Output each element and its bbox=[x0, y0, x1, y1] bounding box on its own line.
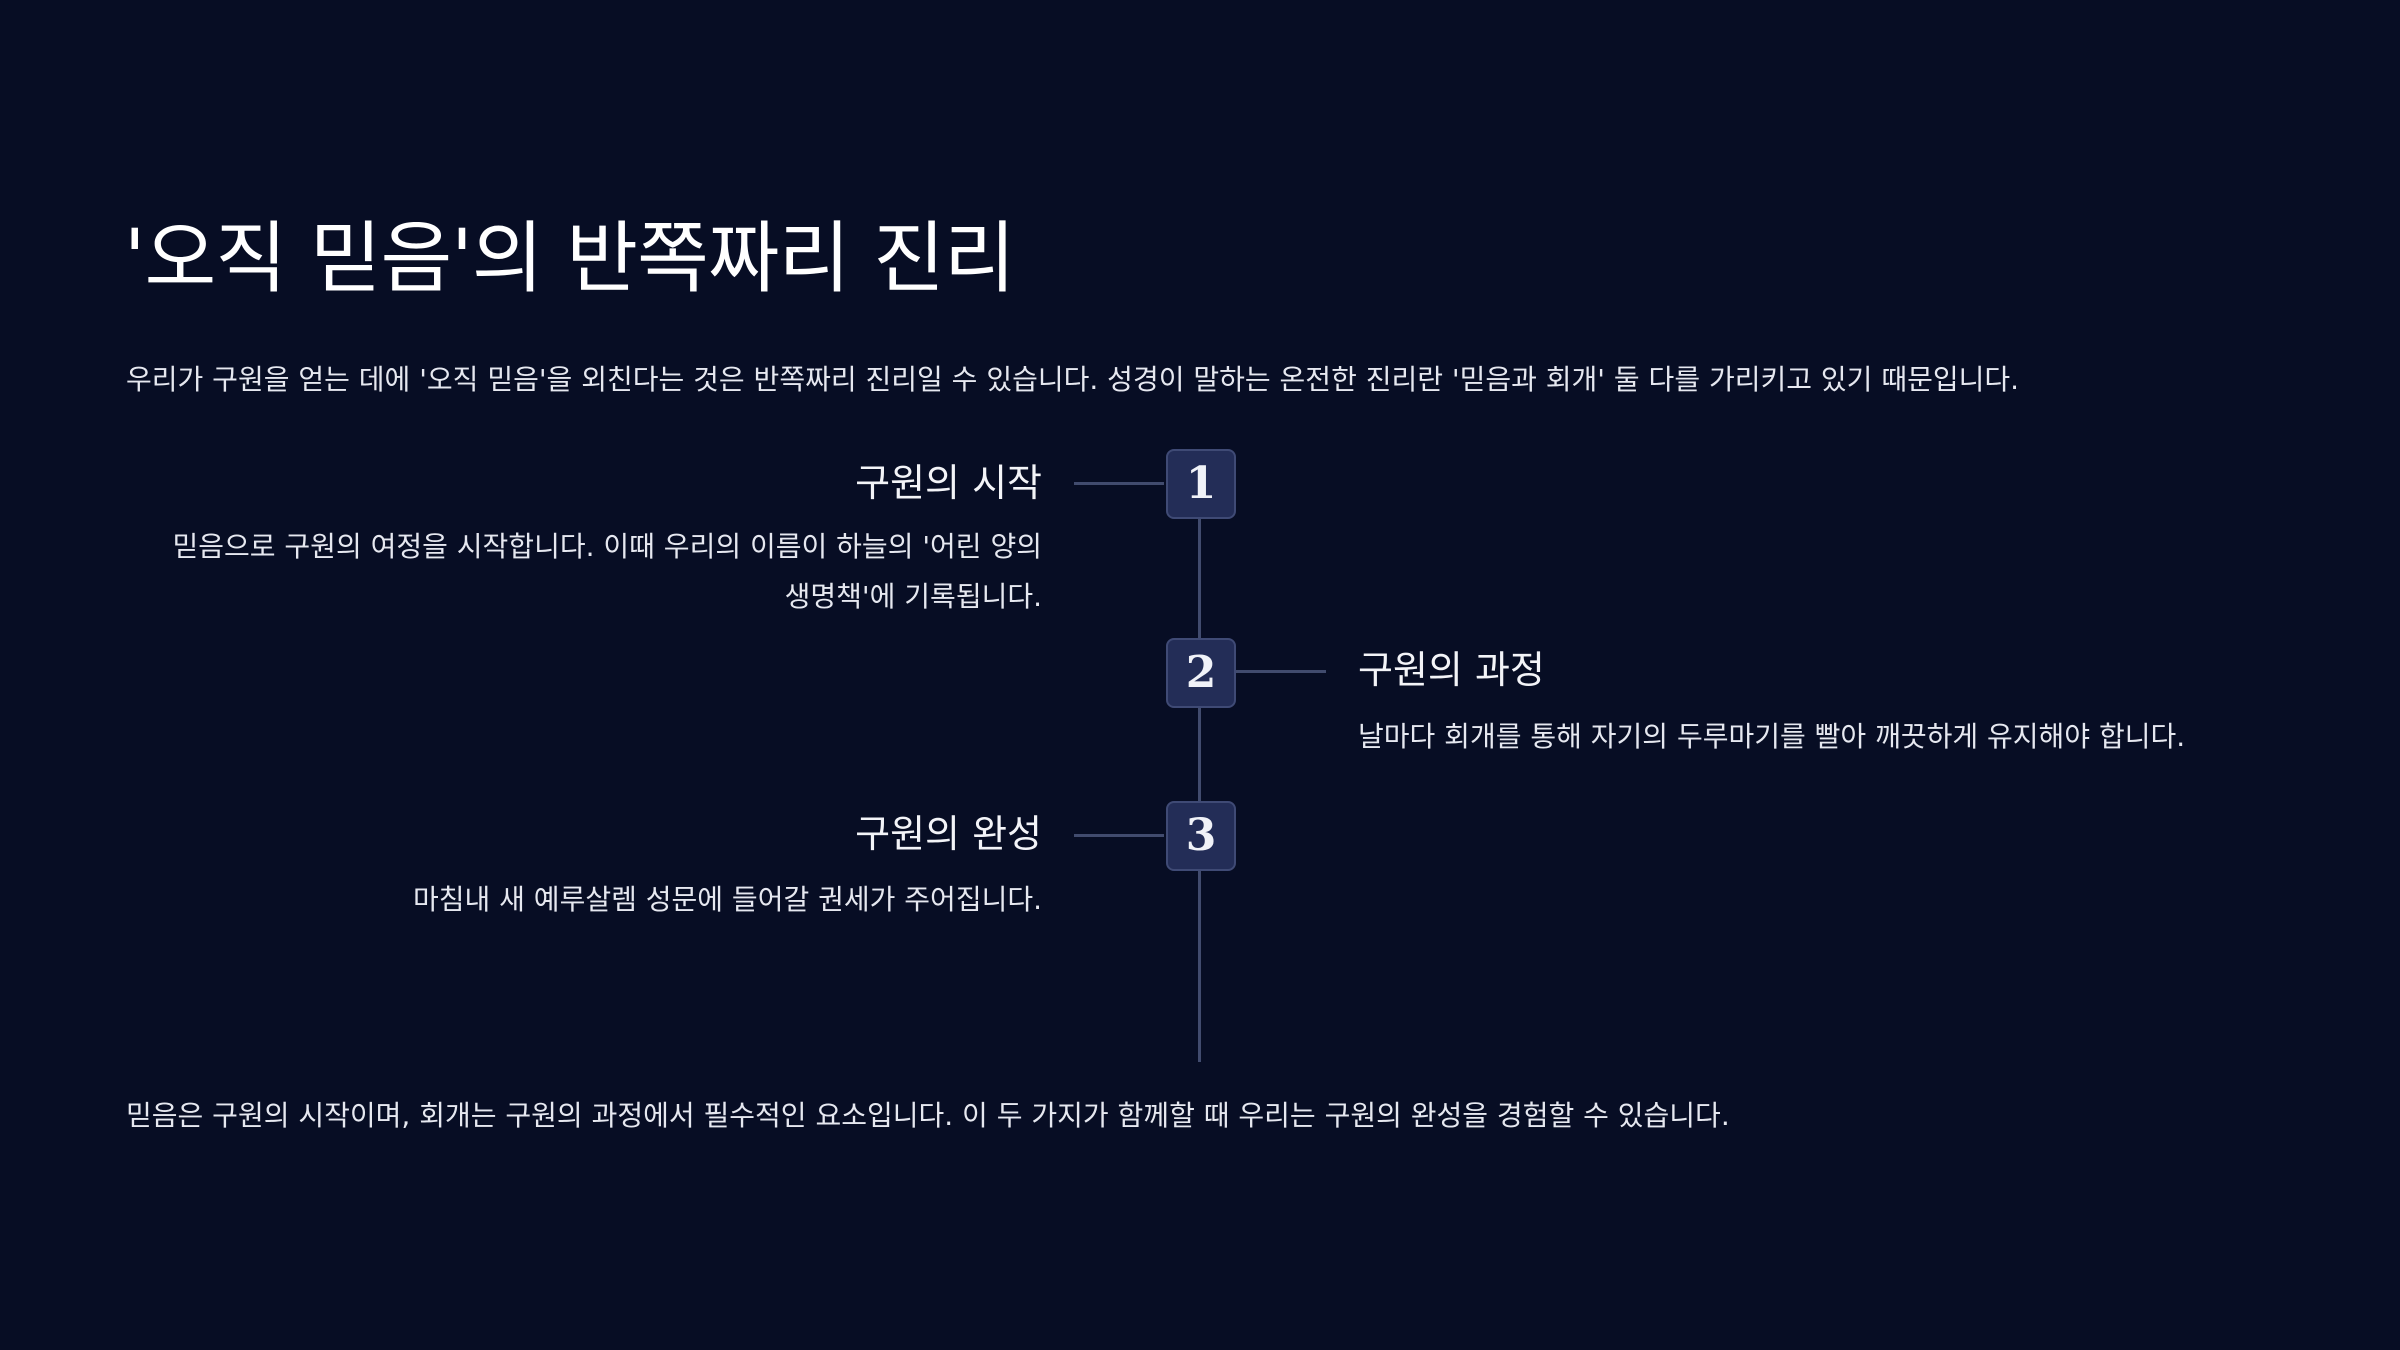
step-3-connector bbox=[1074, 834, 1164, 837]
page-title: '오직 믿음'의 반쪽짜리 진리 bbox=[124, 214, 1016, 304]
intro-text: 우리가 구원을 얻는 데에 '오직 믿음'을 외친다는 것은 반쪽짜리 진리일 … bbox=[126, 363, 2020, 396]
step-2-connector bbox=[1234, 670, 1326, 673]
conclusion-text: 믿음은 구원의 시작이며, 회개는 구원의 과정에서 필수적인 요소입니다. 이… bbox=[126, 1099, 1730, 1132]
step-3-number-badge: 3 bbox=[1166, 801, 1236, 871]
step-1-number-badge: 1 bbox=[1166, 449, 1236, 519]
step-1-connector bbox=[1074, 482, 1164, 485]
step-3-description: 마침내 새 예루살렘 성문에 들어갈 권세가 주어집니다. bbox=[412, 883, 1042, 916]
step-2-title: 구원의 과정 bbox=[1358, 648, 1545, 692]
step-2-description: 날마다 회개를 통해 자기의 두루마기를 빨아 깨끗하게 유지해야 합니다. bbox=[1358, 720, 2186, 753]
timeline-line bbox=[1198, 480, 1201, 1062]
step-3-title: 구원의 완성 bbox=[855, 812, 1042, 856]
step-1-description: 믿음으로 구원의 여정을 시작합니다. 이때 우리의 이름이 하늘의 '어린 양… bbox=[172, 530, 1042, 613]
step-1-title: 구원의 시작 bbox=[855, 461, 1042, 505]
step-2-number-badge: 2 bbox=[1166, 638, 1236, 708]
